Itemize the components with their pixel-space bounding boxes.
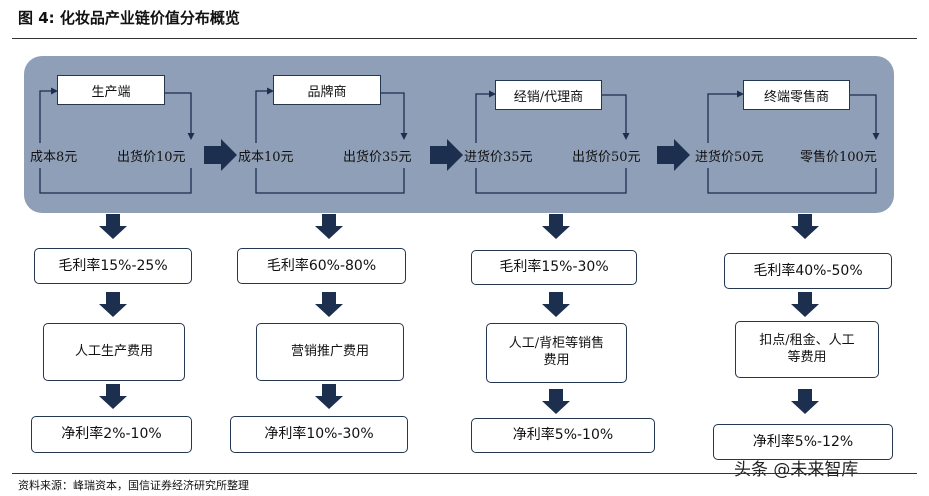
down-arrow xyxy=(542,389,570,414)
bracket-base xyxy=(255,168,405,194)
stage-box-distributor: 经销/代理商 xyxy=(495,80,602,110)
gross-margin-box: 毛利率60%-80% xyxy=(237,248,406,284)
down-arrow xyxy=(542,292,570,317)
down-arrow xyxy=(99,214,127,239)
price-label-out: 零售价100元 xyxy=(800,150,877,165)
stage-arrow-right xyxy=(430,139,463,171)
cost-box: 扣点/租金、人工 等费用 xyxy=(735,321,879,378)
bracket-arrow-in xyxy=(39,87,58,143)
gross-margin-box: 毛利率15%-30% xyxy=(471,250,637,285)
bracket-base xyxy=(707,168,877,194)
price-label-out: 出货价35元 xyxy=(343,150,412,165)
watermark: 头条 @未来智库 xyxy=(734,460,859,480)
price-label-in: 进货价35元 xyxy=(464,150,533,165)
down-arrow xyxy=(542,214,570,239)
stage-arrow-right xyxy=(204,139,237,171)
price-label-out: 出货价50元 xyxy=(572,150,641,165)
down-arrow xyxy=(99,384,127,409)
stage-arrow-right xyxy=(657,139,690,171)
net-margin-box: 净利率5%-12% xyxy=(713,424,893,460)
bracket-arrow-out xyxy=(850,94,880,140)
bracket-arrow-in xyxy=(707,90,744,143)
price-label-in: 成本10元 xyxy=(238,150,294,165)
bracket-arrow-in xyxy=(255,87,274,143)
net-margin-box: 净利率5%-10% xyxy=(471,418,655,453)
figure-title: 图 4: 化妆品产业链价值分布概览 xyxy=(18,9,240,27)
cost-box: 营销推广费用 xyxy=(256,323,404,381)
down-arrow xyxy=(791,389,819,414)
stage-box-retailer: 终端零售商 xyxy=(743,80,850,110)
stage-box-producer: 生产端 xyxy=(57,75,165,105)
gross-margin-box: 毛利率15%-25% xyxy=(34,248,192,284)
price-label-in: 进货价50元 xyxy=(695,150,764,165)
down-arrow xyxy=(791,292,819,317)
down-arrow xyxy=(99,292,127,317)
bracket-base xyxy=(39,168,192,194)
bottom-rule xyxy=(12,473,917,474)
bracket-arrow-in xyxy=(475,90,496,143)
down-arrow xyxy=(315,292,343,317)
price-label-in: 成本8元 xyxy=(30,150,78,165)
stage-box-brand: 品牌商 xyxy=(273,75,381,105)
bracket-arrow-out xyxy=(165,92,195,140)
net-margin-box: 净利率2%-10% xyxy=(31,416,192,453)
down-arrow xyxy=(315,384,343,409)
down-arrow xyxy=(791,214,819,239)
bracket-base xyxy=(475,168,627,194)
net-margin-box: 净利率10%-30% xyxy=(230,416,408,453)
top-rule xyxy=(12,38,917,39)
down-arrow xyxy=(315,214,343,239)
cost-box: 人工生产费用 xyxy=(43,323,185,381)
gross-margin-box: 毛利率40%-50% xyxy=(724,253,892,289)
bracket-arrow-out xyxy=(602,94,630,140)
bracket-arrow-out xyxy=(381,92,408,140)
cost-box: 人工/背柜等销售 费用 xyxy=(486,323,627,383)
price-label-out: 出货价10元 xyxy=(117,150,186,165)
source-note: 资料来源：峰瑞资本，国信证券经济研究所整理 xyxy=(18,479,249,492)
